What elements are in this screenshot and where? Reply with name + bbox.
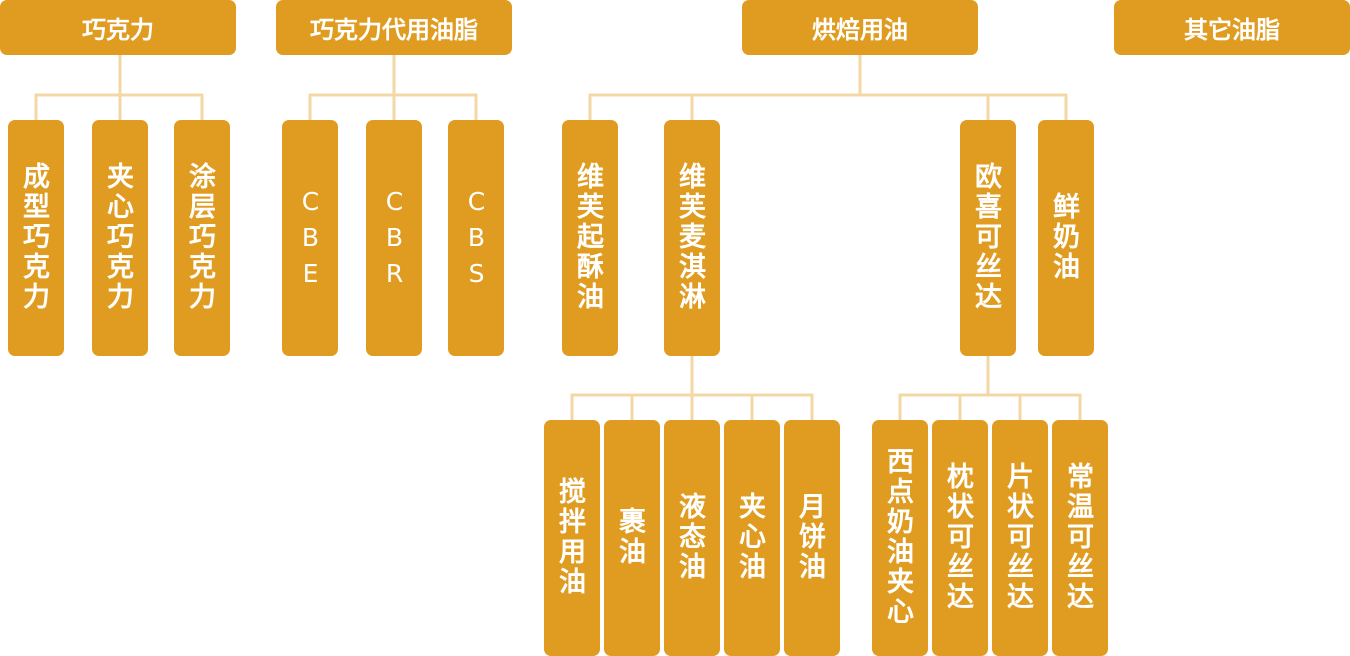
node-shortening: 维芙起酥油 (562, 120, 618, 356)
node-label: 西点奶油夹心 (887, 447, 914, 628)
node-coating-chocolate: 涂层巧克力 (174, 120, 230, 356)
category-chocolate-substitute-fat: 巧克力代用油脂 (276, 0, 512, 55)
node-label: 夹心油 (739, 492, 766, 583)
node-label: 夹心巧克力 (107, 162, 134, 313)
node-custard: 欧喜可丝达 (960, 120, 1016, 356)
node-molded-chocolate: 成型巧克力 (8, 120, 64, 356)
node-label: CBE (301, 187, 320, 288)
node-mooncake-oil: 月饼油 (784, 420, 840, 656)
node-liquid-oil: 液态油 (664, 420, 720, 656)
node-laminating-oil: 裹油 (604, 420, 660, 656)
category-other-fats: 其它油脂 (1114, 0, 1350, 55)
node-label: 欧喜可丝达 (975, 162, 1002, 313)
node-label: 月饼油 (799, 492, 826, 583)
node-label: 裹油 (619, 507, 646, 568)
node-sheet-custard: 片状可丝达 (992, 420, 1048, 656)
node-pillow-custard: 枕状可丝达 (932, 420, 988, 656)
node-label: 维芙起酥油 (577, 162, 604, 313)
category-label: 巧克力代用油脂 (310, 16, 478, 44)
node-label: 成型巧克力 (23, 162, 50, 313)
node-filled-chocolate: 夹心巧克力 (92, 120, 148, 356)
category-baking-oil: 烘焙用油 (742, 0, 978, 55)
node-label: 搅拌用油 (559, 477, 586, 598)
node-label: CBR (385, 187, 404, 288)
category-chocolate: 巧克力 (0, 0, 236, 55)
node-label: 枕状可丝达 (947, 462, 974, 613)
node-label: 鲜奶油 (1053, 192, 1080, 283)
node-cbr: CBR (366, 120, 422, 356)
node-filling-oil: 夹心油 (724, 420, 780, 656)
node-cbe: CBE (282, 120, 338, 356)
node-ambient-custard: 常温可丝达 (1052, 420, 1108, 656)
category-label: 其它油脂 (1184, 16, 1280, 44)
node-label: CBS (467, 187, 486, 288)
node-fresh-cream: 鲜奶油 (1038, 120, 1094, 356)
node-label: 片状可丝达 (1007, 462, 1034, 613)
node-pastry-cream-filling: 西点奶油夹心 (872, 420, 928, 656)
node-cbs: CBS (448, 120, 504, 356)
category-label: 烘焙用油 (812, 16, 908, 44)
node-label: 液态油 (679, 492, 706, 583)
node-label: 涂层巧克力 (189, 162, 216, 313)
category-label: 巧克力 (82, 16, 154, 44)
node-margarine: 维芙麦淇淋 (664, 120, 720, 356)
node-label: 常温可丝达 (1067, 462, 1094, 613)
node-label: 维芙麦淇淋 (679, 162, 706, 313)
node-mixing-oil: 搅拌用油 (544, 420, 600, 656)
